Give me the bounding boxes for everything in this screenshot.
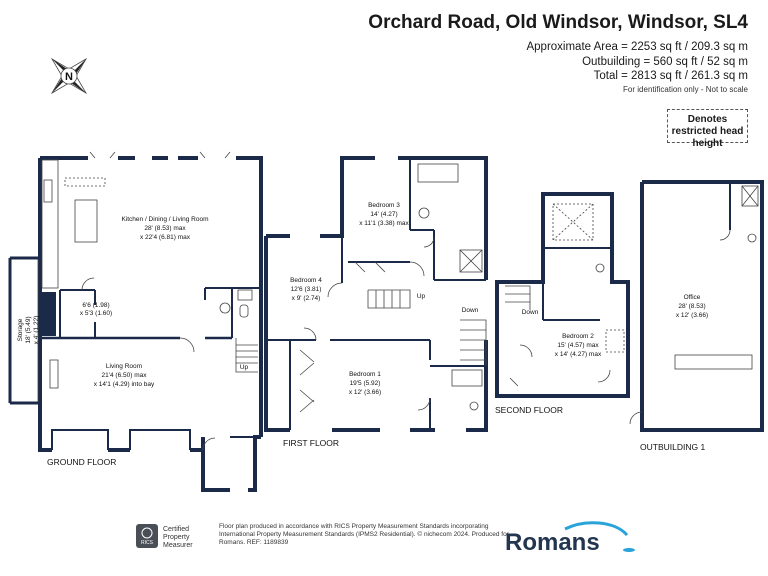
outbuilding-area: Outbuilding = 560 sq ft / 52 sq m xyxy=(582,56,748,68)
storage-size-a: 18' (5.49) xyxy=(25,316,32,343)
living-size-b: x 14'1 (4.29) into bay xyxy=(94,381,155,388)
rics-certified-badge: RICS Certified Property Measurer xyxy=(135,523,215,556)
office-size-b: x 12' (3.66) xyxy=(676,312,708,319)
utility-size-a: 6'6 (1.98) xyxy=(82,302,109,309)
rics-line-3: Measurer xyxy=(163,542,193,549)
first-floor-label: FIRST FLOOR xyxy=(283,438,339,448)
property-title: Orchard Road, Old Windsor, Windsor, SL4 xyxy=(368,12,748,33)
living-room-label: Living Room xyxy=(106,363,142,370)
first-floor-plan xyxy=(264,156,488,432)
bedroom-4-size-a: 12'6 (3.81) xyxy=(291,286,322,293)
first-stairs-down-label: Down xyxy=(462,307,479,314)
outbuilding-plan xyxy=(640,180,764,432)
logo-swoosh-icon xyxy=(564,521,629,537)
romans-logo: Romans xyxy=(505,521,645,560)
second-floor-label: SECOND FLOOR xyxy=(495,405,563,415)
rics-logo-icon xyxy=(136,524,158,548)
approximate-area: Approximate Area = 2253 sq ft / 209.3 sq… xyxy=(526,41,748,53)
bedroom-2-size-a: 15' (4.57) max xyxy=(557,342,599,349)
ground-floor-label: GROUND FLOOR xyxy=(47,457,116,467)
office-size-a: 28' (8.53) xyxy=(678,303,705,310)
first-floor-details xyxy=(299,163,487,413)
scale-note: For identification only - Not to scale xyxy=(623,85,748,94)
bedroom-1-label: Bedroom 1 xyxy=(349,371,381,378)
storage-size-b: x 4' (1.22) xyxy=(33,316,40,345)
second-floor-details xyxy=(505,203,625,387)
living-size-a: 21'4 (6.50) max xyxy=(102,372,148,379)
outbuilding-details xyxy=(629,185,759,425)
compass-north-letter: N xyxy=(65,71,73,83)
bedroom-3-label: Bedroom 3 xyxy=(368,202,400,209)
second-stairs-down-label: Down xyxy=(522,309,539,316)
bedroom-1-size-b: x 12' (3.66) xyxy=(349,389,381,396)
rics-badge-text: RICS xyxy=(141,540,154,546)
first-stairs-up-label: Up xyxy=(417,293,426,300)
utility-size-b: x 5'3 (1.60) xyxy=(80,310,112,317)
restricted-height-key: Denotes restricted head height xyxy=(667,109,748,149)
bedroom-1-size-a: 19'5 (5.92) xyxy=(350,380,381,387)
rics-line-1: Certified xyxy=(163,526,189,533)
outbuilding-label: OUTBUILDING 1 xyxy=(640,442,705,452)
bedroom-4-label: Bedroom 4 xyxy=(290,277,322,284)
second-floor-plan xyxy=(495,192,630,398)
kitchen-label: Kitchen / Dining / Living Room xyxy=(121,216,208,223)
storage-label: Storage xyxy=(17,318,24,341)
kitchen-size-b: x 22'4 (6.81) max xyxy=(140,234,191,241)
rics-line-2: Property xyxy=(163,534,190,541)
compass-rose-icon: N xyxy=(50,57,88,95)
bedroom-3-size-a: 14' (4.27) xyxy=(370,211,397,218)
ground-stairs-up-label: Up xyxy=(240,364,249,371)
floorplan-disclaimer: Floor plan produced in accordance with R… xyxy=(219,523,509,546)
ground-floor-plan xyxy=(38,156,263,492)
bedroom-2-label: Bedroom 2 xyxy=(562,333,594,340)
bedroom-3-size-b: x 11'1 (3.38) max xyxy=(359,220,409,227)
kitchen-size-a: 28' (8.53) max xyxy=(144,225,186,232)
solid-wall-block xyxy=(42,292,56,336)
logo-dot-icon xyxy=(623,548,635,552)
bedroom-2-size-b: x 14' (4.27) max xyxy=(555,351,602,358)
brand-name: Romans xyxy=(505,529,600,555)
total-area: Total = 2813 sq ft / 261.3 sq m xyxy=(593,70,748,82)
bedroom-4-size-b: x 9' (2.74) xyxy=(292,295,321,302)
office-label: Office xyxy=(684,294,701,301)
